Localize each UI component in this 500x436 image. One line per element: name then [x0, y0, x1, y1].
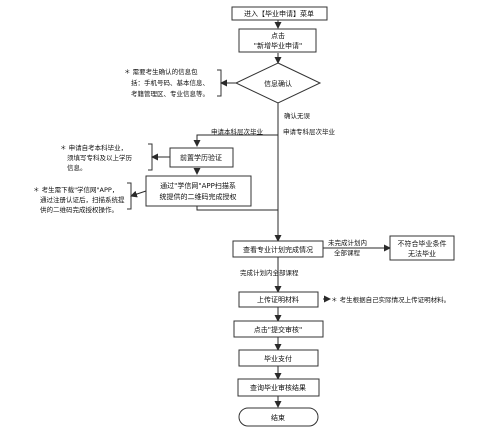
- info-note-line-2: 括：手机号码、基本信息、: [131, 78, 209, 87]
- bachelor-note-line-1: ＊ 申请自考本科毕业，: [60, 143, 127, 152]
- enter-menu-box: [231, 6, 328, 21]
- label-unfinished-2: 全部课程: [334, 248, 361, 257]
- xuexin-text-2: 统提供的二维码完成授权: [160, 192, 237, 201]
- submit-review-box: [233, 320, 324, 338]
- label-finished: 完成计划内全部课程: [240, 268, 299, 277]
- bachelor-note-line-3: 信息。: [67, 163, 87, 172]
- query-text: 查询毕业审核结果: [250, 383, 306, 392]
- click-new-text-2: "新增毕业申请": [254, 41, 302, 50]
- check-plan-text: 查看专业计划完成情况: [243, 245, 313, 254]
- label-confirm-ok: 确认无误: [284, 111, 311, 120]
- prev-edu-text: 前置学历验证: [180, 153, 222, 162]
- not-meet-box: [389, 235, 455, 261]
- payment-box: [238, 349, 319, 367]
- app-note-line-1: ＊ 考生需下载"学信网"APP，: [33, 185, 118, 194]
- upload-note: ＊ 考生根据自己实际情况上传证明材料。: [331, 295, 450, 304]
- label-unfinished-1: 未完成计划内: [328, 238, 367, 247]
- xuexin-text-1: 通过"学信网"APP扫描系: [160, 181, 236, 190]
- query-result-box: [237, 378, 320, 397]
- note-brackets: [127, 69, 222, 210]
- connector-lines: [130, 19, 391, 408]
- label-junior: 申请专科层次毕业: [283, 127, 336, 136]
- label-bachelor: 申请本科层次毕业: [211, 127, 264, 136]
- info-note-line-3: 考籍管理区、专业信息等。: [131, 89, 209, 98]
- bachelor-note-line-2: 须填写专科及以上学历: [67, 153, 133, 162]
- app-note-line-3: 供的二维码完成授权操作。: [40, 205, 118, 214]
- enter-menu-text: 进入【毕业申请】菜单: [244, 9, 314, 18]
- click-new-text-1: 点击: [271, 31, 285, 40]
- check-plan-box: [232, 240, 324, 258]
- pay-text: 毕业支付: [264, 354, 292, 363]
- click-new-application-box: [238, 28, 317, 53]
- prev-edu-verify-box: [169, 147, 234, 168]
- not-meet-text-2: 无法毕业: [408, 249, 436, 258]
- not-meet-text-1: 不符合毕业条件: [398, 239, 447, 248]
- info-confirm-diamond: [234, 62, 322, 104]
- app-note-line-2: 通过注册认证后，扫描系统提: [40, 195, 125, 204]
- upload-box: [238, 291, 319, 308]
- xuexin-auth-box: [145, 175, 252, 207]
- info-confirm-text: 信息确认: [264, 79, 292, 88]
- end-text: 结束: [271, 413, 285, 422]
- submit-text: 点击"提交审核": [254, 325, 302, 334]
- info-note-line-1: ＊ 需要考生确认的信息包: [124, 67, 198, 76]
- end-terminator: [238, 407, 319, 427]
- upload-text: 上传证明材料: [257, 295, 299, 304]
